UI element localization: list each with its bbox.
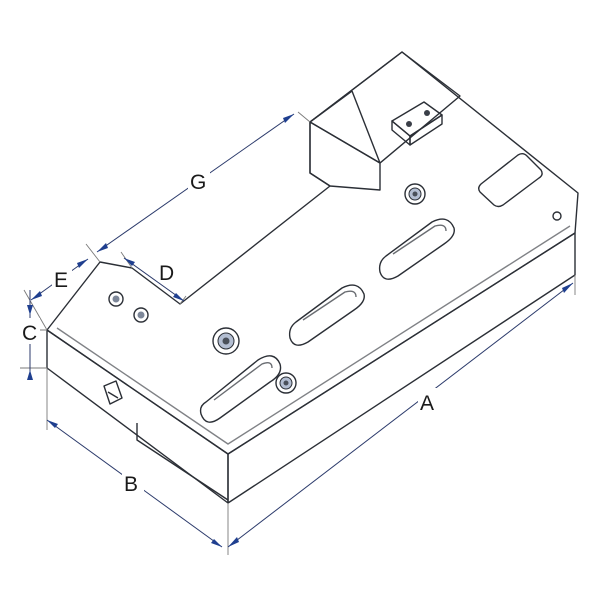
side-hole: [552, 211, 562, 221]
screw-top: [404, 183, 426, 205]
jaw-front: [309, 121, 381, 191]
slot-2: [288, 284, 365, 346]
screw-small-1: [108, 291, 124, 307]
label-B: B: [124, 473, 138, 496]
top-face: [46, 51, 579, 455]
screw-holes: [103, 183, 426, 405]
rect-pocket: [478, 153, 543, 208]
slot-1: [199, 355, 282, 423]
slots: [199, 218, 455, 423]
label-E: E: [54, 269, 68, 292]
screw-large-left: [212, 327, 240, 355]
label-C: C: [22, 322, 37, 345]
screw-small-2: [133, 307, 149, 323]
label-D: D: [159, 262, 174, 285]
dimension-labels: G E D C B A: [20, 168, 440, 496]
side-face-hole: [103, 380, 123, 405]
extension-lines: [20, 111, 576, 555]
slot-3: [378, 218, 455, 280]
jaw-top: [309, 51, 461, 164]
screw-mid: [275, 372, 297, 394]
label-A: A: [420, 392, 434, 415]
jaw-block: [309, 51, 562, 221]
label-G: G: [190, 171, 206, 194]
